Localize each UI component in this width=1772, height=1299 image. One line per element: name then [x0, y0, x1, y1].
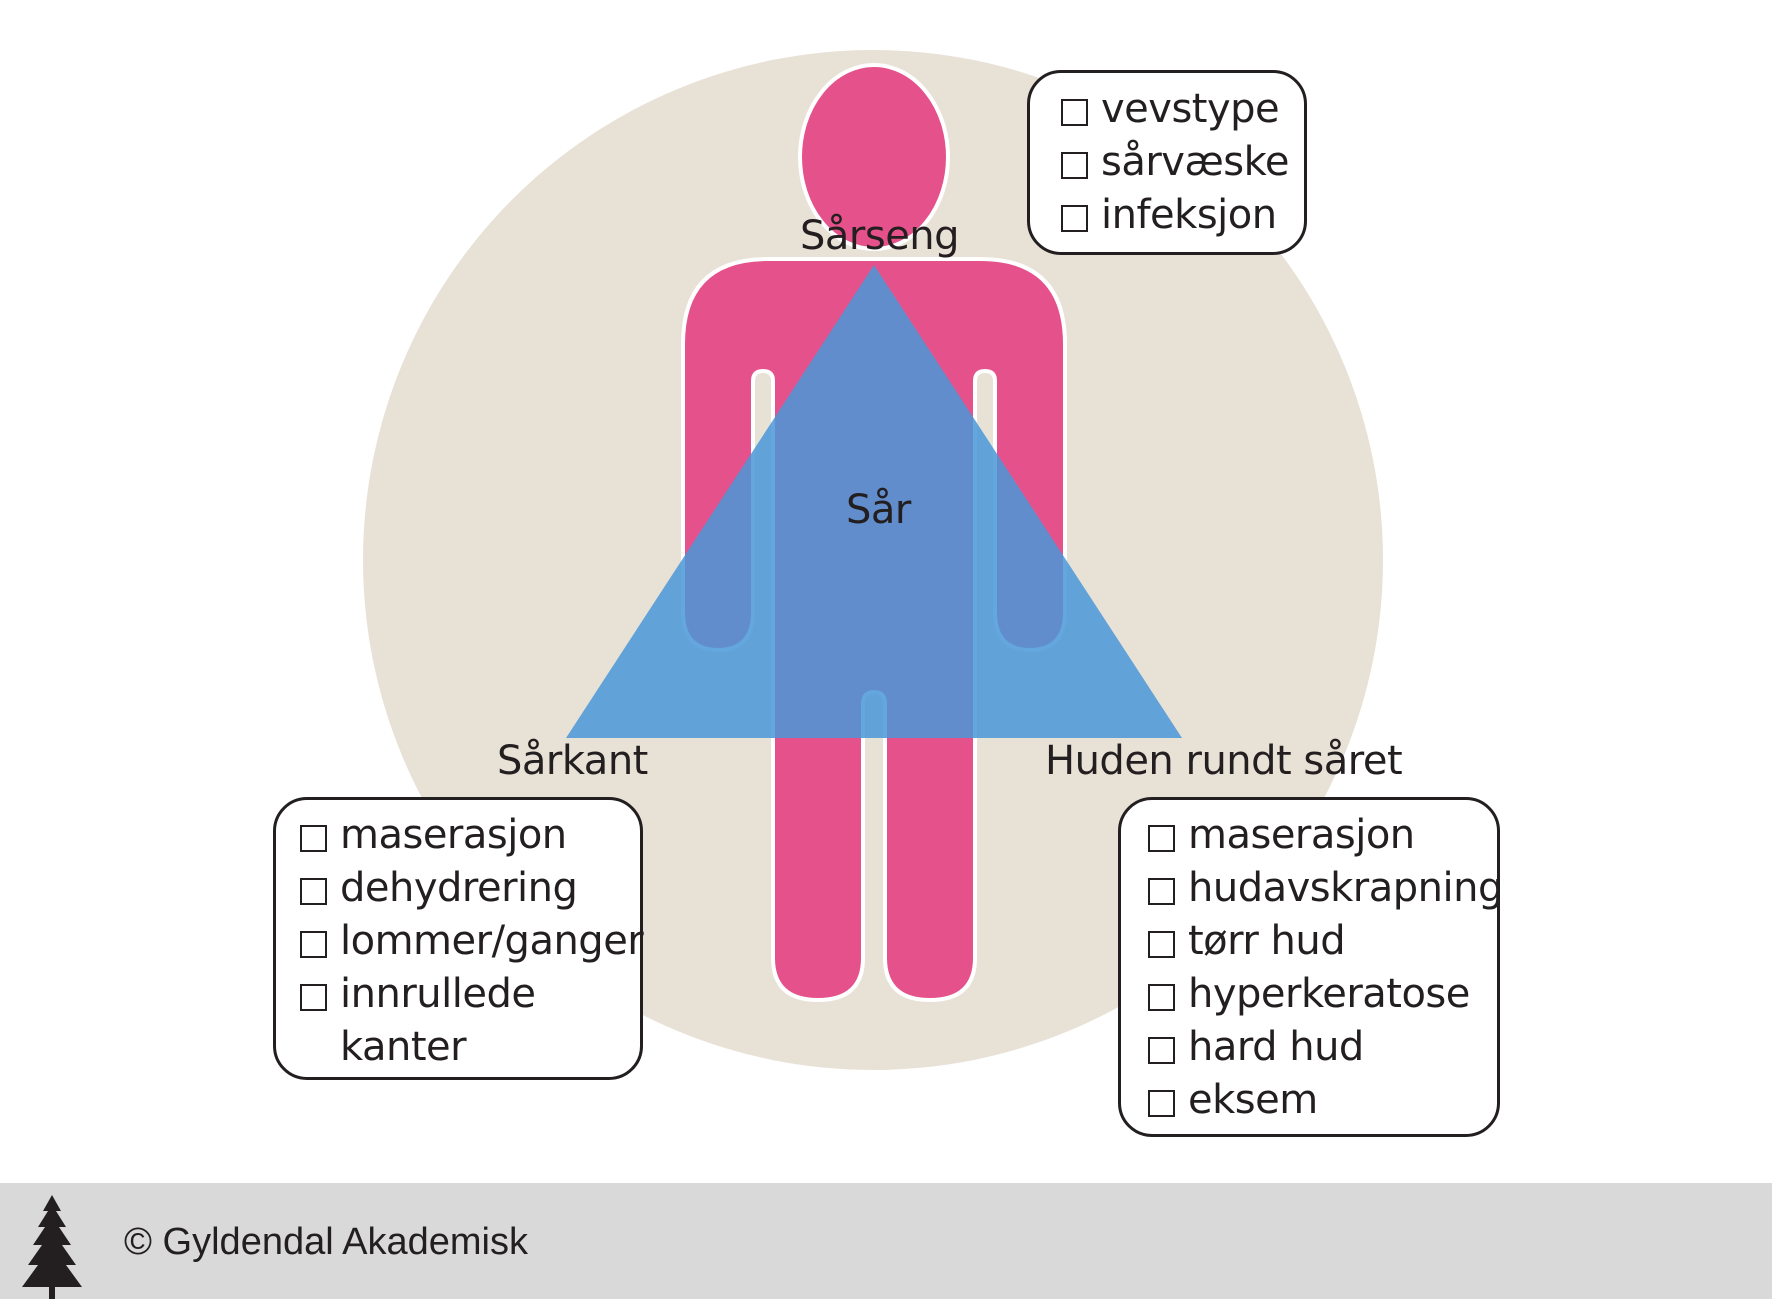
checkbox[interactable]: [1148, 1090, 1175, 1117]
checkbox[interactable]: [1148, 931, 1175, 958]
figure-head: [798, 63, 950, 251]
checklist-item: sårvæske: [1061, 136, 1304, 189]
checkbox[interactable]: [300, 878, 327, 905]
checkbox[interactable]: [1148, 984, 1175, 1011]
checkbox[interactable]: [1148, 1037, 1175, 1064]
footer-logo: [22, 1195, 82, 1299]
footer-bar: © Gyldendal Akademisk: [0, 1183, 1772, 1299]
wound-edge-checklist: maserasjon dehydrering lommer/ganger inn…: [273, 797, 644, 1080]
copyright-text: © Gyldendal Akademisk: [124, 1221, 528, 1263]
checkbox[interactable]: [300, 931, 327, 958]
wound-bed-checklist: vevstype sårvæske infeksjon: [1027, 70, 1307, 255]
checklist-item: lommer/ganger: [300, 915, 644, 968]
center-label-wound: Sår: [846, 487, 911, 533]
checklist-item: eksem: [1148, 1074, 1497, 1127]
checkbox[interactable]: [1148, 878, 1175, 905]
checklist-item: hard hud: [1148, 1021, 1497, 1074]
surrounding-skin-checklist: maserasjon hudavskrapning tørr hud hyper…: [1118, 797, 1503, 1137]
checklist-item: tørr hud: [1148, 915, 1497, 968]
checkbox[interactable]: [300, 984, 327, 1011]
spruce-tree-icon: [22, 1195, 82, 1299]
checkbox[interactable]: [1148, 825, 1175, 852]
left-label-wound-edge: Sårkant: [497, 738, 648, 784]
checklist-item: vevstype: [1061, 83, 1304, 136]
wound-triangle: [566, 265, 1182, 738]
checklist-item: maserasjon: [300, 809, 640, 862]
checkbox[interactable]: [1061, 99, 1088, 126]
checklist-item: infeksjon: [1061, 189, 1304, 242]
checkbox[interactable]: [300, 825, 327, 852]
checklist-item: hudavskrapning: [1148, 862, 1503, 915]
right-label-surrounding-skin: Huden rundt såret: [1045, 738, 1403, 784]
checklist-item: dehydrering: [300, 862, 640, 915]
checkbox[interactable]: [1061, 152, 1088, 179]
checklist-item-continuation: kanter: [340, 1024, 467, 1070]
checkbox[interactable]: [1061, 205, 1088, 232]
top-label-wound-bed: Sårseng: [800, 213, 960, 259]
checklist-item: maserasjon: [1148, 809, 1497, 862]
checklist-item: hyperkeratose: [1148, 968, 1497, 1021]
